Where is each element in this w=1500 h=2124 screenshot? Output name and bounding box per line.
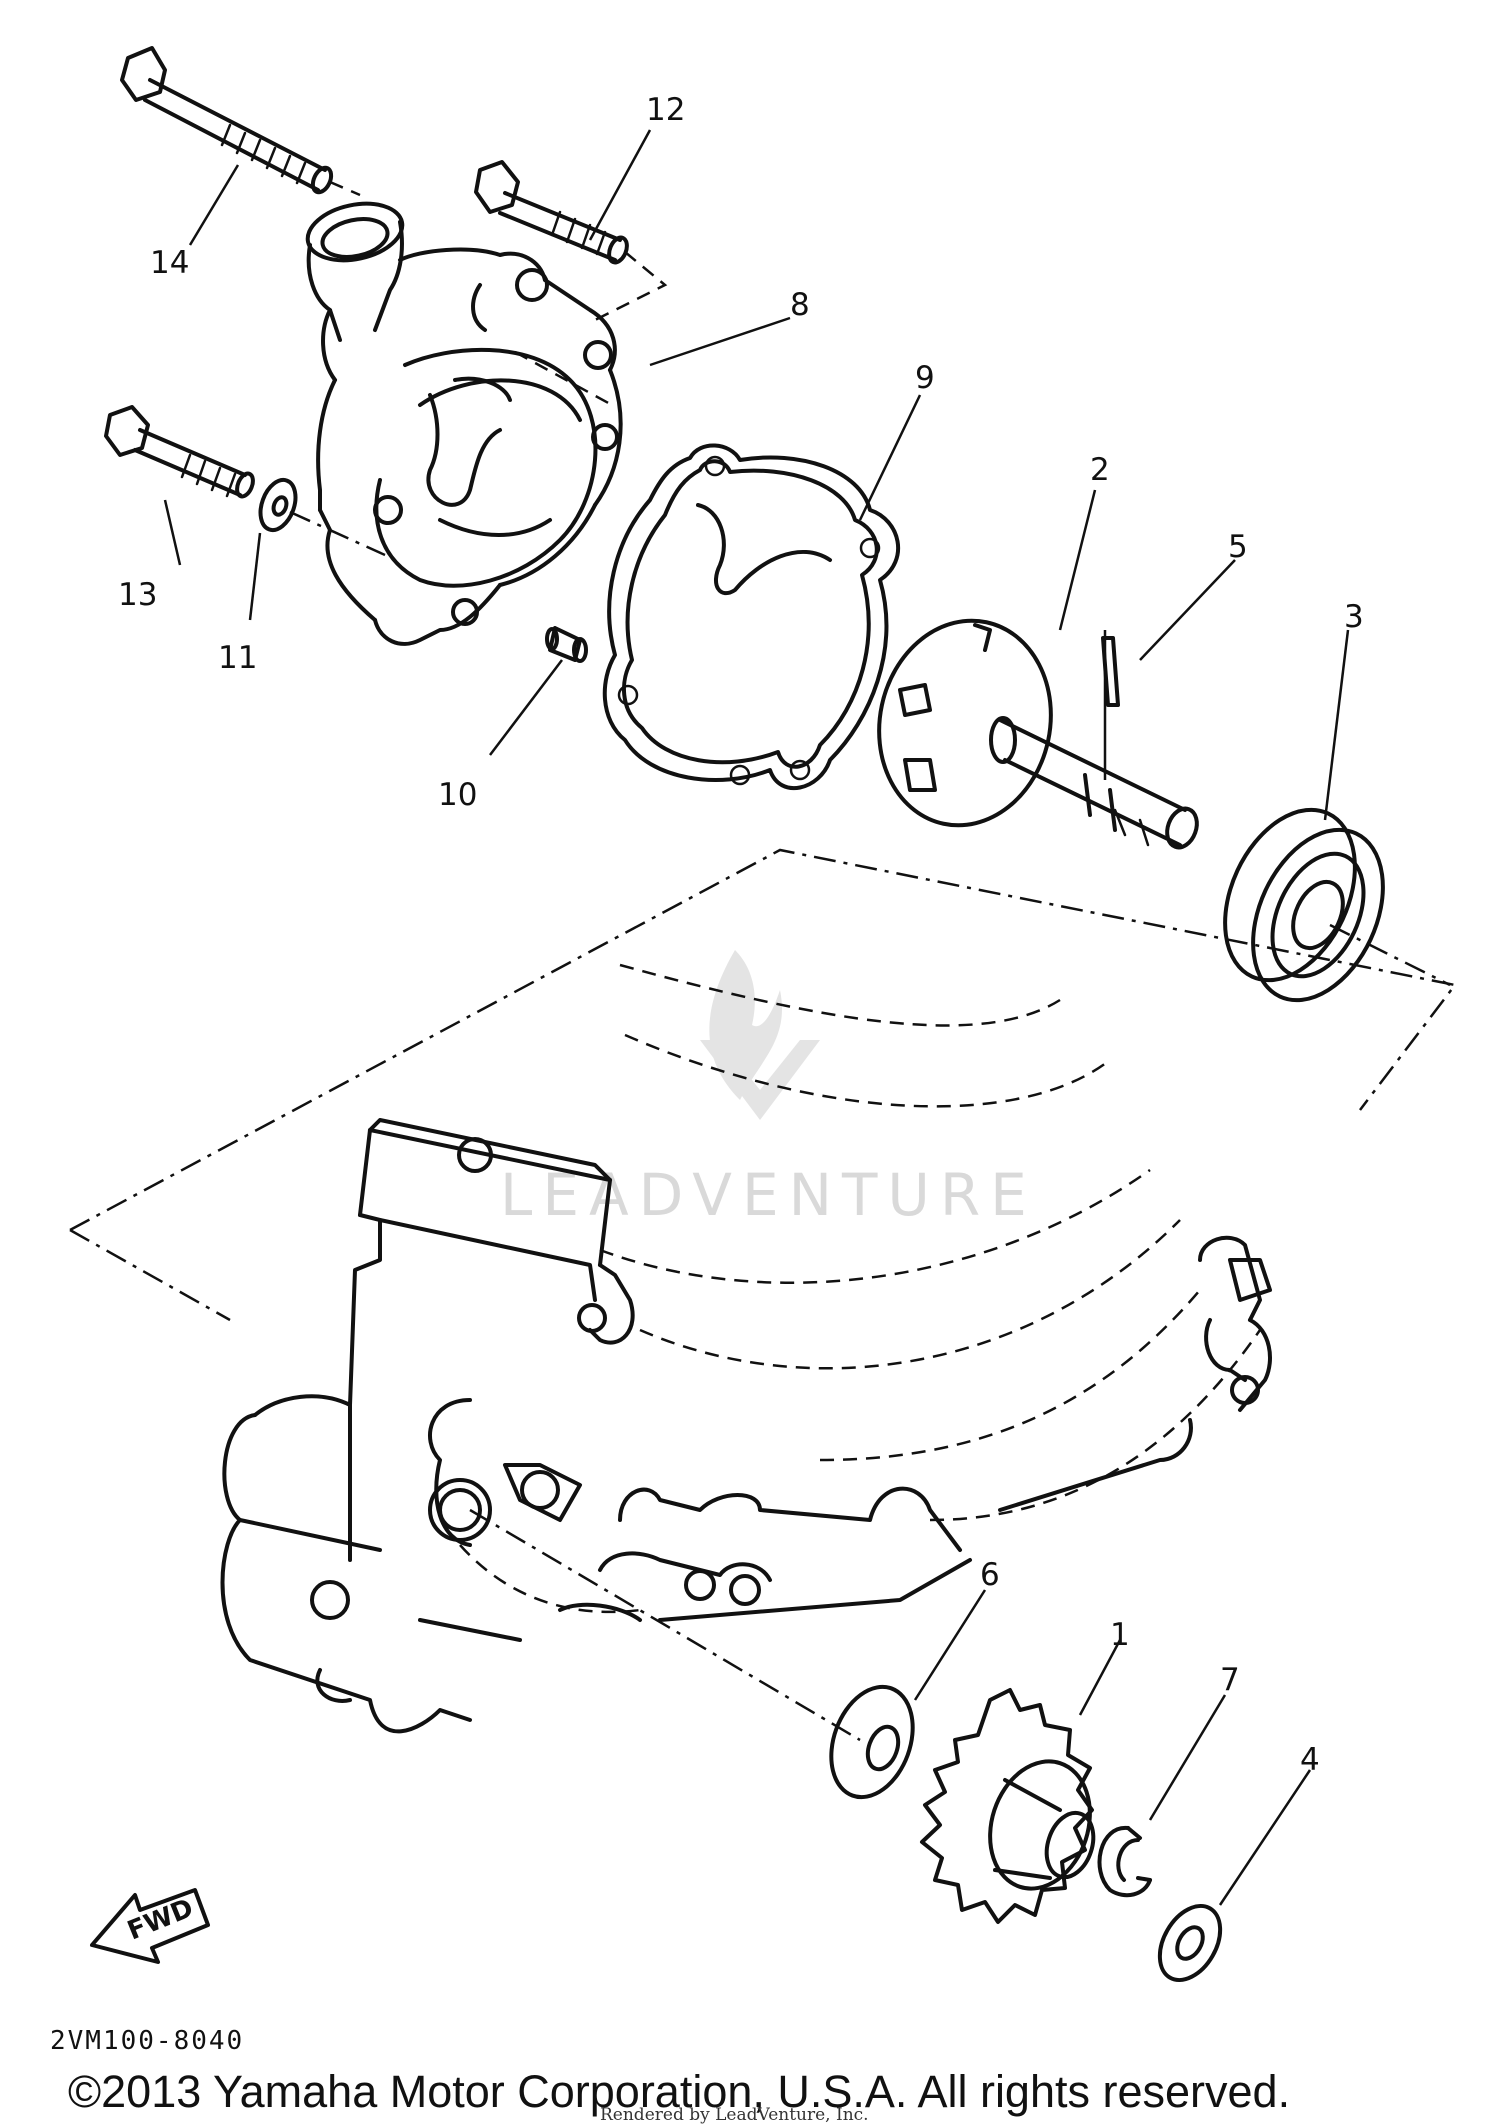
leader-lines [163,129,1350,1906]
part-code: 2VM100-8040 [50,2026,244,2056]
callout-13: 13 [118,577,157,613]
callout-labels: 1 2 3 4 5 6 7 8 9 10 11 12 13 14 [118,92,1364,1778]
bolt-12 [474,160,668,322]
bolt-13 [104,405,255,499]
gasket [602,443,900,790]
impeller-gear [920,1688,1096,1924]
callout-4: 4 [1300,1742,1320,1778]
forward-arrow-icon: FWD [90,1888,210,1964]
callout-5: 5 [1228,529,1248,565]
washer-6 [829,1684,915,1800]
render-credit: Rendered by LeadVenture, Inc. [600,2105,869,2124]
circlip-7 [1097,1825,1152,1898]
watermark: LEADVENTURE [500,950,1037,1229]
callout-9: 9 [915,360,935,396]
impeller-shaft [877,618,1199,850]
callout-7: 7 [1220,1662,1240,1698]
crankcase-cover [69,848,1458,1742]
bearing [1223,807,1451,1003]
copyright-notice: ©2013 Yamaha Motor Corporation, U.S.A. A… [68,2066,1290,2117]
drain-plug-10 [545,626,588,663]
washer-11 [258,477,386,557]
washer-4 [1157,1904,1223,1982]
callout-1: 1 [1110,1617,1130,1653]
callout-10: 10 [438,777,477,813]
callout-6: 6 [980,1557,1000,1593]
callout-14: 14 [150,245,189,281]
callout-11: 11 [218,640,257,676]
water-pump-cover [305,201,623,646]
callout-2: 2 [1090,452,1110,488]
dowel-pin [1101,636,1120,707]
callout-8: 8 [790,287,810,323]
watermark-text: LEADVENTURE [500,1161,1037,1229]
callout-12: 12 [646,92,685,128]
bolt-14 [120,46,361,197]
callout-3: 3 [1344,599,1364,635]
